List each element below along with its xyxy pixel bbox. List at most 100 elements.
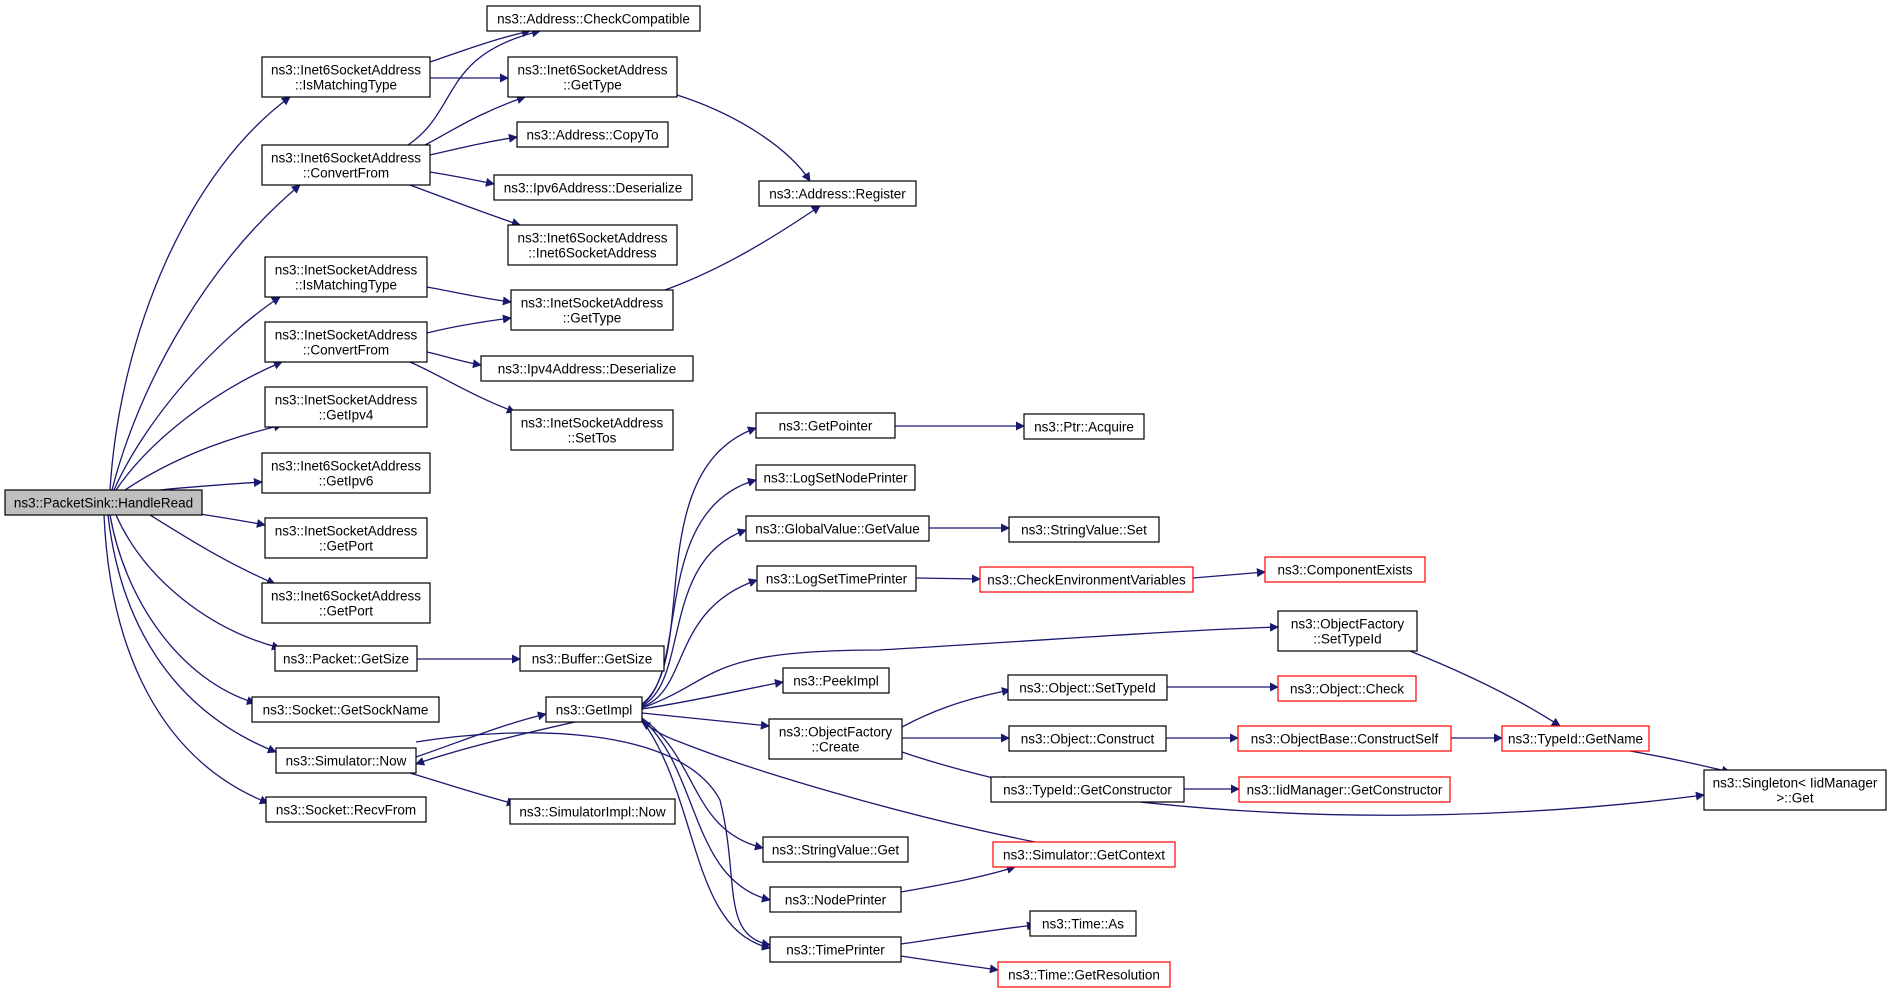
node-i6_gettype[interactable]: ns3::Inet6SocketAddress::GetType [507, 56, 678, 98]
node-box[interactable] [264, 321, 428, 363]
node-i6_ismatching[interactable]: ns3::Inet6SocketAddress::IsMatchingType [261, 56, 431, 98]
node-ptr_acquire[interactable]: ns3::Ptr::Acquire [1023, 413, 1145, 440]
node-i6_getipv6[interactable]: ns3::Inet6SocketAddress::GetIpv6 [261, 452, 431, 494]
node-typeid_getname[interactable]: ns3::TypeId::GetName [1501, 725, 1650, 752]
node-i6_ctor[interactable]: ns3::Inet6SocketAddress::Inet6SocketAddr… [507, 224, 678, 266]
node-of_settypeid[interactable]: ns3::ObjectFactory::SetTypeId [1277, 610, 1418, 652]
node-getimpl[interactable]: ns3::GetImpl [545, 696, 643, 723]
node-ipv6_deser[interactable]: ns3::Ipv6Address::Deserialize [493, 174, 693, 201]
node-box[interactable] [251, 696, 440, 723]
node-box[interactable] [755, 464, 916, 491]
node-box[interactable] [510, 409, 674, 451]
node-box[interactable] [519, 645, 665, 672]
node-box[interactable] [493, 174, 693, 201]
node-i6_convertfrom[interactable]: ns3::Inet6SocketAddress::ConvertFrom [261, 144, 431, 186]
node-box[interactable] [507, 56, 678, 98]
node-box[interactable] [274, 645, 418, 672]
node-box[interactable] [516, 121, 669, 148]
node-handleread[interactable]: ns3::PacketSink::HandleRead [4, 489, 203, 516]
node-compexists[interactable]: ns3::ComponentExists [1264, 556, 1426, 583]
node-sv_get[interactable]: ns3::StringValue::Get [762, 836, 909, 863]
node-i4_getipv4[interactable]: ns3::InetSocketAddress::GetIpv4 [264, 386, 428, 428]
node-box[interactable] [486, 5, 701, 32]
node-logsettimeprinter[interactable]: ns3::LogSetTimePrinter [756, 565, 917, 592]
node-box[interactable] [758, 180, 917, 207]
node-box[interactable] [545, 696, 643, 723]
node-i4_getport[interactable]: ns3::InetSocketAddress::GetPort [264, 517, 428, 559]
node-box[interactable] [1277, 610, 1418, 652]
node-pkt_getsize[interactable]: ns3::Packet::GetSize [274, 645, 418, 672]
node-sv_set[interactable]: ns3::StringValue::Set [1008, 516, 1160, 543]
node-i4_ismatching[interactable]: ns3::InetSocketAddress::IsMatchingType [264, 256, 428, 298]
node-box[interactable] [1237, 725, 1452, 752]
node-box[interactable] [4, 489, 203, 516]
node-box[interactable] [261, 582, 431, 624]
node-box[interactable] [261, 452, 431, 494]
node-box[interactable] [1008, 516, 1160, 543]
node-box[interactable] [1029, 910, 1137, 937]
node-box[interactable] [261, 56, 431, 98]
node-i6_getport[interactable]: ns3::Inet6SocketAddress::GetPort [261, 582, 431, 624]
node-obj_construct[interactable]: ns3::Object::Construct [1008, 725, 1167, 752]
node-checkenv[interactable]: ns3::CheckEnvironmentVariables [979, 566, 1194, 593]
node-box[interactable] [756, 565, 917, 592]
node-sock_recvfrom[interactable]: ns3::Socket::RecvFrom [265, 796, 427, 823]
node-box[interactable] [265, 796, 427, 823]
node-box[interactable] [1703, 769, 1887, 811]
node-box[interactable] [261, 144, 431, 186]
node-box[interactable] [1501, 725, 1650, 752]
node-box[interactable] [745, 515, 930, 542]
node-box[interactable] [992, 841, 1176, 868]
node-box[interactable] [264, 517, 428, 559]
node-timeprinter[interactable]: ns3::TimePrinter [769, 936, 902, 963]
node-time_as[interactable]: ns3::Time::As [1029, 910, 1137, 937]
node-of_create[interactable]: ns3::ObjectFactory::Create [768, 718, 903, 760]
node-box[interactable] [1264, 556, 1426, 583]
node-sim_now[interactable]: ns3::Simulator::Now [275, 747, 417, 774]
node-time_getres[interactable]: ns3::Time::GetResolution [997, 961, 1171, 988]
node-box[interactable] [990, 776, 1185, 803]
node-obj_check[interactable]: ns3::Object::Check [1277, 675, 1417, 702]
node-box[interactable] [1008, 725, 1167, 752]
node-box[interactable] [264, 386, 428, 428]
node-gv_getvalue[interactable]: ns3::GlobalValue::GetValue [745, 515, 930, 542]
node-addr_checkcompat[interactable]: ns3::Address::CheckCompatible [486, 5, 701, 32]
node-buf_getsize[interactable]: ns3::Buffer::GetSize [519, 645, 665, 672]
node-box[interactable] [997, 961, 1171, 988]
node-ob_constructself[interactable]: ns3::ObjectBase::ConstructSelf [1237, 725, 1452, 752]
node-obj_settypeid[interactable]: ns3::Object::SetTypeId [1007, 674, 1168, 701]
node-box[interactable] [275, 747, 417, 774]
node-nodeprinter[interactable]: ns3::NodePrinter [769, 886, 902, 913]
node-box[interactable] [755, 412, 896, 439]
node-iidmgr_getctor[interactable]: ns3::IidManager::GetConstructor [1238, 776, 1451, 803]
node-box[interactable] [480, 355, 694, 382]
node-sim_getcontext[interactable]: ns3::Simulator::GetContext [992, 841, 1176, 868]
node-typeid_getctor[interactable]: ns3::TypeId::GetConstructor [990, 776, 1185, 803]
node-singleton_get[interactable]: ns3::Singleton< IidManager>::Get [1703, 769, 1887, 811]
node-box[interactable] [782, 667, 890, 694]
node-sock_getsockname[interactable]: ns3::Socket::GetSockName [251, 696, 440, 723]
node-getpointer[interactable]: ns3::GetPointer [755, 412, 896, 439]
node-box[interactable] [768, 718, 903, 760]
node-box[interactable] [1277, 675, 1417, 702]
node-addr_register[interactable]: ns3::Address::Register [758, 180, 917, 207]
node-box[interactable] [507, 224, 678, 266]
node-box[interactable] [1023, 413, 1145, 440]
node-box[interactable] [769, 886, 902, 913]
node-box[interactable] [769, 936, 902, 963]
node-i4_convertfrom[interactable]: ns3::InetSocketAddress::ConvertFrom [264, 321, 428, 363]
node-box[interactable] [1238, 776, 1451, 803]
node-box[interactable] [1007, 674, 1168, 701]
node-box[interactable] [264, 256, 428, 298]
node-box[interactable] [979, 566, 1194, 593]
node-i4_gettype[interactable]: ns3::InetSocketAddress::GetType [510, 289, 674, 331]
node-peekimpl[interactable]: ns3::PeekImpl [782, 667, 890, 694]
node-box[interactable] [762, 836, 909, 863]
node-logsetnodeprinter[interactable]: ns3::LogSetNodePrinter [755, 464, 916, 491]
node-box[interactable] [510, 289, 674, 331]
node-simimpl_now[interactable]: ns3::SimulatorImpl::Now [509, 798, 676, 825]
node-ipv4_deser[interactable]: ns3::Ipv4Address::Deserialize [480, 355, 694, 382]
node-i4_settos[interactable]: ns3::InetSocketAddress::SetTos [510, 409, 674, 451]
node-box[interactable] [509, 798, 676, 825]
node-addr_copyto[interactable]: ns3::Address::CopyTo [516, 121, 669, 148]
